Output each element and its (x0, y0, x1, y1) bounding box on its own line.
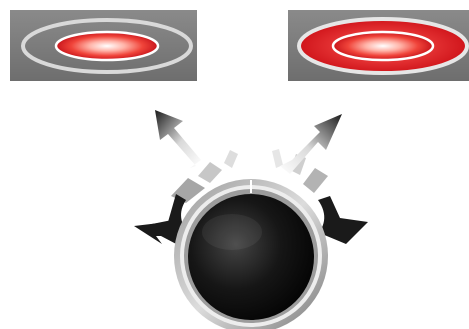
extend-left-arrow-icon (155, 110, 201, 168)
dual-zone-panel (288, 10, 469, 81)
dual-cooking-zone-icon (299, 19, 467, 73)
single-zone-panel (10, 10, 197, 81)
rotary-knob-icon (174, 179, 328, 329)
extend-right-arrow-icon (280, 114, 342, 174)
